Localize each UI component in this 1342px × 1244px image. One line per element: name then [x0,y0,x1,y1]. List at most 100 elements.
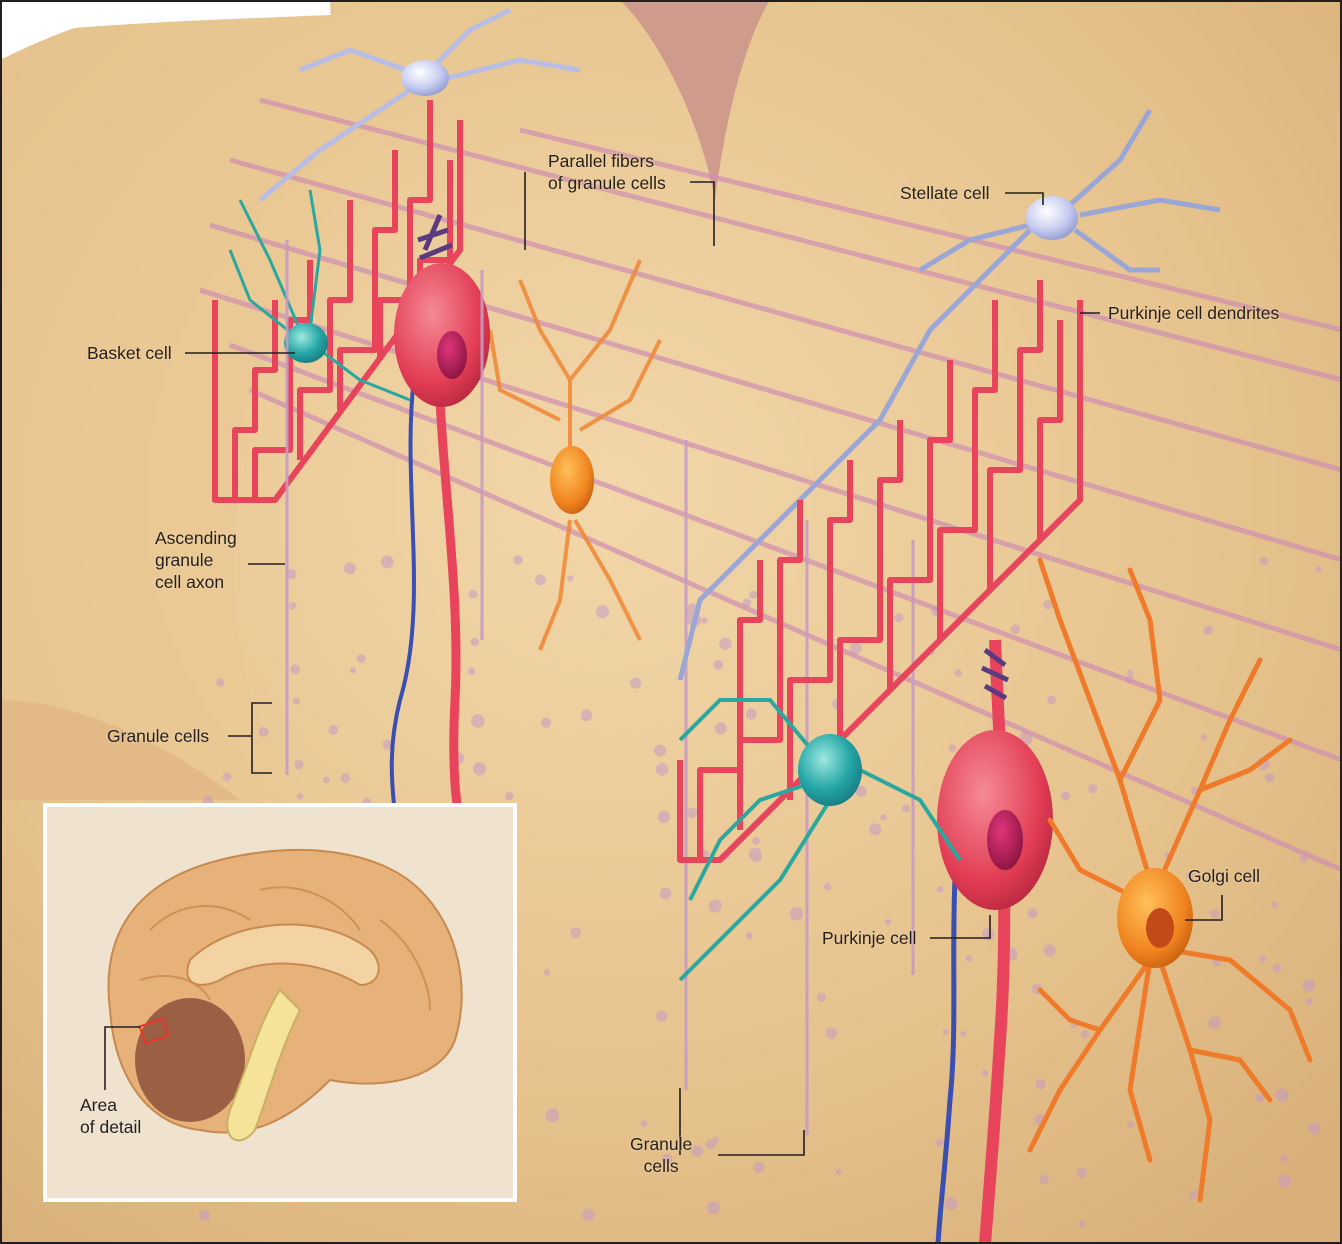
granule-soma [824,883,831,890]
granule-soma [513,555,523,565]
granule-soma [1127,1121,1134,1128]
granule-soma [223,772,232,781]
granule-soma [790,907,804,921]
granule-soma [746,932,753,939]
granule-soma [1040,1175,1050,1185]
purkinje-nucleus-left [437,331,467,379]
granule-soma [289,602,296,609]
granule-soma [567,575,573,581]
granule-soma [469,590,478,599]
basket-soma-left [284,323,328,363]
granule-soma [1027,908,1037,918]
granule-soma [1201,734,1207,740]
granule-soma [294,760,303,769]
granule-soma [1273,964,1282,973]
granule-soma [1210,909,1219,918]
granule-soma [297,793,304,800]
granule-soma [660,888,672,900]
granule-soma [936,1139,944,1147]
granule-soma [982,1070,989,1077]
label-granule-cells-left: Granule cells [107,725,209,747]
granule-soma [1302,979,1315,992]
granule-soma [656,1011,667,1022]
granule-soma [381,556,394,569]
granule-soma [329,725,339,735]
granule-soma [752,837,760,845]
granule-soma [541,718,551,728]
granule-soma [709,900,722,913]
granule-soma [826,1027,838,1039]
granule-soma [505,792,514,801]
granule-soma [1081,1030,1089,1038]
label-parallel-fibers: Parallel fibers of granule cells [548,150,666,194]
granule-soma [344,563,356,575]
granule-soma [1255,1093,1264,1102]
granule-soma [259,727,269,737]
granule-soma [357,654,366,663]
granule-soma [869,823,881,835]
label-ascending-granule-cell-axon: Ascending granule cell axon [155,527,237,593]
granule-soma [1061,791,1070,800]
granule-soma [880,814,887,821]
label-granule-cells-bottom: Granule cells [630,1133,692,1177]
granule-soma [654,745,666,757]
inset-panel [45,805,515,1200]
granule-soma [902,804,910,812]
granule-soma [715,722,727,734]
granule-soma [1077,1168,1087,1178]
label-area-of-detail: Area of detail [80,1094,141,1138]
granule-soma [751,852,761,862]
granule-soma [746,709,757,720]
granule-soma [835,1169,841,1175]
granule-soma [753,1162,764,1173]
granule-soma [1272,902,1278,908]
granule-soma [323,776,330,783]
basket-soma-right [798,734,862,806]
granule-soma [701,617,707,623]
granule-soma [960,1031,966,1037]
purkinje-nucleus-right [987,810,1023,870]
granule-soma [1306,998,1313,1005]
granule-soma [1308,1122,1320,1134]
granule-soma [471,714,485,728]
granule-soma [949,745,956,752]
granule-soma [713,660,723,670]
granule-soma [966,955,972,961]
granule-soma [885,919,891,925]
granule-soma [1259,956,1266,963]
granule-soma [1265,773,1275,783]
granule-soma [1189,1191,1198,1200]
label-purkinje-cell: Purkinje cell [822,927,916,949]
granule-soma [982,928,995,941]
granule-soma [535,574,546,585]
granule-soma [582,1209,595,1222]
granule-soma [544,969,551,976]
granule-soma [954,669,962,677]
stellate-soma-top [401,60,449,96]
granule-soma [894,613,903,622]
granule-soma [712,1137,719,1144]
label-stellate-cell: Stellate cell [900,182,990,204]
granule-soma [687,808,697,818]
label-purkinje-dendrites: Purkinje cell dendrites [1108,302,1279,324]
golgi-soma-upper [550,446,594,514]
granule-soma [1204,626,1213,635]
label-golgi-cell: Golgi cell [1188,865,1260,887]
granule-soma [1047,696,1056,705]
granule-soma [707,1201,720,1214]
granule-soma [1260,557,1269,566]
granule-soma [596,605,609,618]
granule-soma [471,638,480,647]
granule-soma [1044,944,1056,956]
granule-soma [1275,1088,1288,1101]
label-basket-cell: Basket cell [87,342,172,364]
granule-soma [1088,784,1097,793]
granule-soma [1036,1079,1046,1089]
granule-soma [290,664,300,674]
granule-soma [581,709,593,721]
granule-soma [943,1029,949,1035]
granule-soma [571,928,582,939]
granule-soma [1208,1016,1221,1029]
granule-soma [293,698,300,705]
